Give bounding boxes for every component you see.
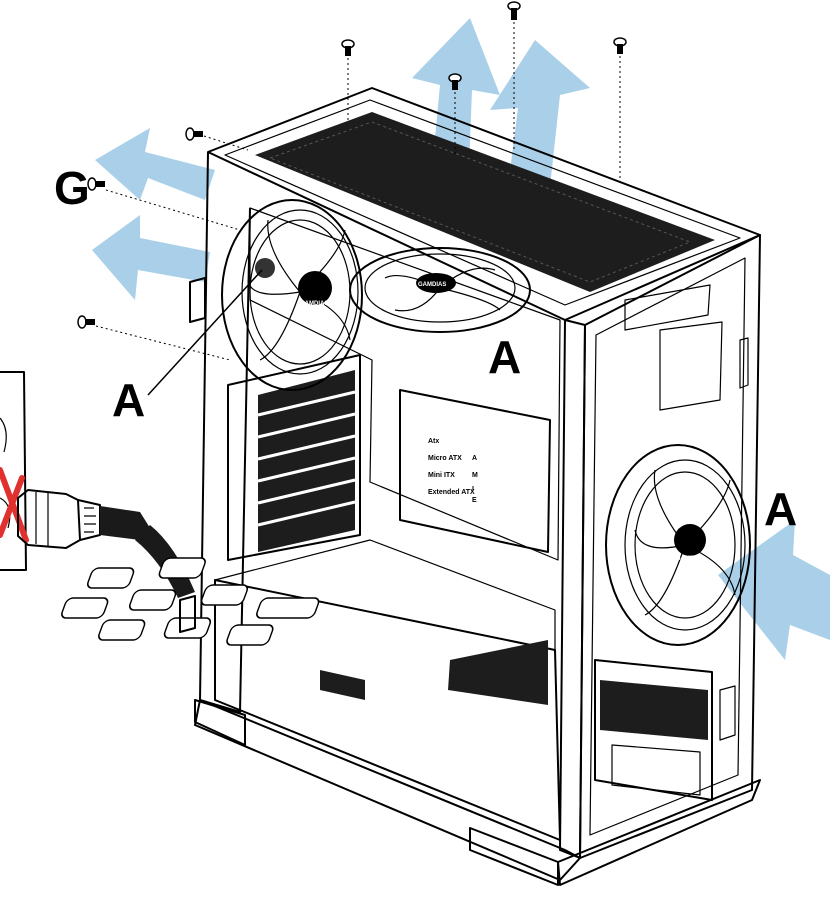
callout-label-a-top-fan: A (488, 331, 521, 383)
fan-icon: GAMDIAS (221, 199, 363, 391)
fan-badge: GAMDIAS (300, 301, 328, 307)
screw-icon (87, 177, 105, 191)
screw-icon (448, 73, 462, 90)
airflow-arrow-icon (718, 520, 830, 660)
callout-leader (147, 269, 263, 396)
screw-icon (507, 1, 521, 20)
mounting-row-label: Mini ITX (428, 472, 455, 479)
pc-case: Atx Micro ATX A Mini ITX M I Extended AT… (61, 87, 761, 886)
mounting-row-letter: M (472, 472, 478, 479)
callout-label-a-front-fan: A (764, 483, 797, 535)
screw-icon (185, 127, 203, 141)
fan-badge: GAMDIAS (418, 282, 446, 288)
mounting-compatibility-label: Atx Micro ATX A Mini ITX M I Extended AT… (428, 438, 478, 504)
mounting-row-label: Micro ATX (428, 455, 462, 462)
fan-icon: GAMDIAS (349, 247, 531, 333)
callout-label-a-rear-fan: A (112, 374, 145, 426)
callout-label-g: G (54, 162, 90, 214)
mounting-row-letter: I (472, 486, 474, 493)
expansion-slots (227, 354, 361, 561)
mounting-row-letter: A (472, 455, 477, 462)
fan-badge: GAMDIAS (676, 556, 704, 562)
airflow-arrow-icon (92, 215, 210, 300)
top-mesh-panel (255, 112, 715, 292)
screw-icon (613, 37, 627, 54)
fan-icon: GAMDIAS (605, 444, 751, 646)
screws (77, 1, 627, 361)
warning-cross-icon (0, 467, 29, 543)
mounting-row-label: Extended ATX (428, 489, 475, 496)
mounting-row-letter: E (472, 497, 477, 504)
mounting-row-label: Atx (428, 438, 439, 445)
power-outlet (0, 371, 29, 571)
screw-icon (77, 315, 95, 329)
shroud-cutouts (61, 557, 320, 646)
airflow-arrow-icon (95, 128, 215, 200)
screw-icon (341, 39, 355, 56)
